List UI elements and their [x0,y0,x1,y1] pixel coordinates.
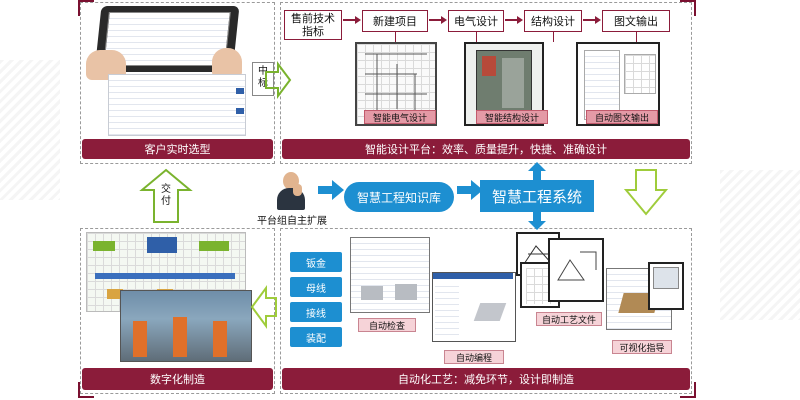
delivery-arrow [139,168,193,223]
decor-hatch [0,60,60,200]
form-blue-marker [236,88,244,94]
guide-screen [653,267,679,289]
check-part [395,284,417,300]
flow-step-new-project[interactable]: 新建项目 [362,10,428,32]
cabinet-part [482,56,496,76]
flow-arrow-icon [343,16,361,24]
smart-engineering-system-box[interactable]: 智慧工程系统 [480,180,594,212]
smart-electrical-label: 智能电气设计 [364,110,436,124]
smart-structural-label: 智能结构设计 [476,110,548,124]
doc-page [584,50,620,120]
form-blue-marker [236,108,244,114]
check-part [361,286,383,300]
corner-bracket [680,382,696,398]
line-block [107,289,123,299]
auto-programming-image [432,272,516,342]
corner-bracket [680,0,696,16]
blue-arrow-icon [457,180,483,200]
customer-selection-bar: 客户实时选型 [82,139,273,159]
decor-hatch [720,170,800,320]
blue-down-arrow-icon [528,212,546,230]
robot-arm [173,317,187,357]
process-assembly[interactable]: 装配 [290,327,342,347]
factory-photo [120,290,252,362]
connector-line [636,32,637,42]
flow-step-structural-design[interactable]: 结构设计 [524,10,582,32]
auto-check-label: 自动检查 [358,318,416,332]
line-block [93,241,115,251]
connector-line [553,32,554,42]
thinking-person-image [275,170,307,210]
robot-arm [213,321,227,357]
visual-guide-label: 可视化指导 [612,340,672,354]
bid-arrow [265,61,292,99]
auto-doc-output-label: 自动图文输出 [586,110,658,124]
flow-arrow-icon [583,16,601,24]
blue-arrow-icon [318,180,344,200]
connector-line [476,32,477,42]
line-belt [95,273,235,279]
doc-page [624,54,656,94]
process-doc-image-3 [548,238,604,302]
process-busbar[interactable]: 母线 [290,277,342,297]
program-part [473,303,507,321]
automation-process-bar: 自动化工艺：减免环节，设计即制造 [282,368,690,390]
line-block [199,241,229,251]
cabinet-part [502,58,524,108]
green-down-arrow [624,169,668,216]
presales-spec-box[interactable]: 售前技术指标 [284,10,342,40]
program-tree [435,281,459,339]
hand-image [212,48,242,78]
auto-programming-label: 自动编程 [444,350,504,364]
flow-step-electrical-design[interactable]: 电气设计 [448,10,504,32]
auto-process-docs-label: 自动工艺文件 [536,312,602,326]
person-hand [293,184,302,196]
flow-step-doc-output[interactable]: 图文输出 [602,10,670,32]
visual-guide-detail-image [648,262,684,310]
connector-line [395,32,396,42]
process-sheet-metal[interactable]: 钣金 [290,252,342,272]
process-wiring[interactable]: 接线 [290,302,342,322]
platform-team-label: 平台组自主扩展 [257,216,327,227]
green-left-arrow [250,284,277,330]
corner-bracket [78,382,94,398]
design-platform-bar: 智能设计平台：效率、质量提升，快捷、准确设计 [282,139,690,159]
flow-arrow-icon [429,16,447,24]
delivery-label: 交付 [161,184,171,207]
corner-bracket [78,0,94,16]
flow-arrow-icon [505,16,523,24]
bid-label: 中标 [258,66,268,89]
line-block [147,237,177,253]
digital-manufacturing-bar: 数字化制造 [82,368,273,390]
program-toolbar [433,273,513,279]
knowledge-base-box[interactable]: 智慧工程知识库 [344,182,454,212]
selection-form-image [108,74,246,136]
auto-check-image [350,237,430,313]
robot-arm [133,321,147,357]
blue-up-arrow-icon [528,162,546,180]
